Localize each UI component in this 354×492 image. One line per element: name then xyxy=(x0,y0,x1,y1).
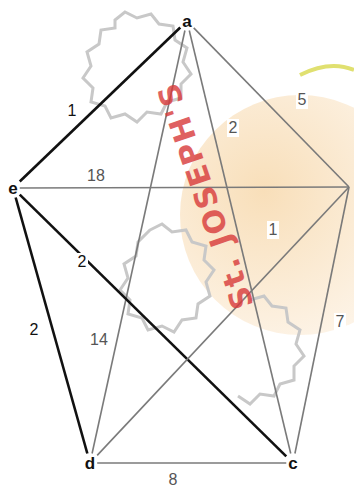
graph-edge xyxy=(194,28,349,187)
edge-weight: 1 xyxy=(267,221,280,239)
edge-weight: 8 xyxy=(167,471,180,489)
graph-vertex: c xyxy=(286,454,299,473)
graph-edge xyxy=(16,198,88,454)
edge-weight: 7 xyxy=(334,313,347,331)
edge-weight: 5 xyxy=(296,91,309,109)
vertex-label: e xyxy=(8,180,17,197)
graph-edge xyxy=(97,462,286,464)
graph-vertex: e xyxy=(6,179,19,198)
graph-vertex: a xyxy=(180,12,193,31)
edge-weight: 1 xyxy=(66,102,79,120)
edge-weight: 2 xyxy=(227,119,240,137)
edge-weight: 2 xyxy=(28,321,41,339)
yellow-arc xyxy=(300,66,354,75)
graph-edge xyxy=(295,187,349,454)
vertex-label: c xyxy=(288,455,297,472)
vertex-label: a xyxy=(182,13,191,30)
edge-weight: 18 xyxy=(85,167,107,185)
edge-weight: 2 xyxy=(76,253,89,271)
edge-weight: 14 xyxy=(88,331,110,349)
graph-edge xyxy=(20,195,287,457)
graph-vertex: d xyxy=(83,454,97,473)
vertex-label: d xyxy=(85,455,95,472)
